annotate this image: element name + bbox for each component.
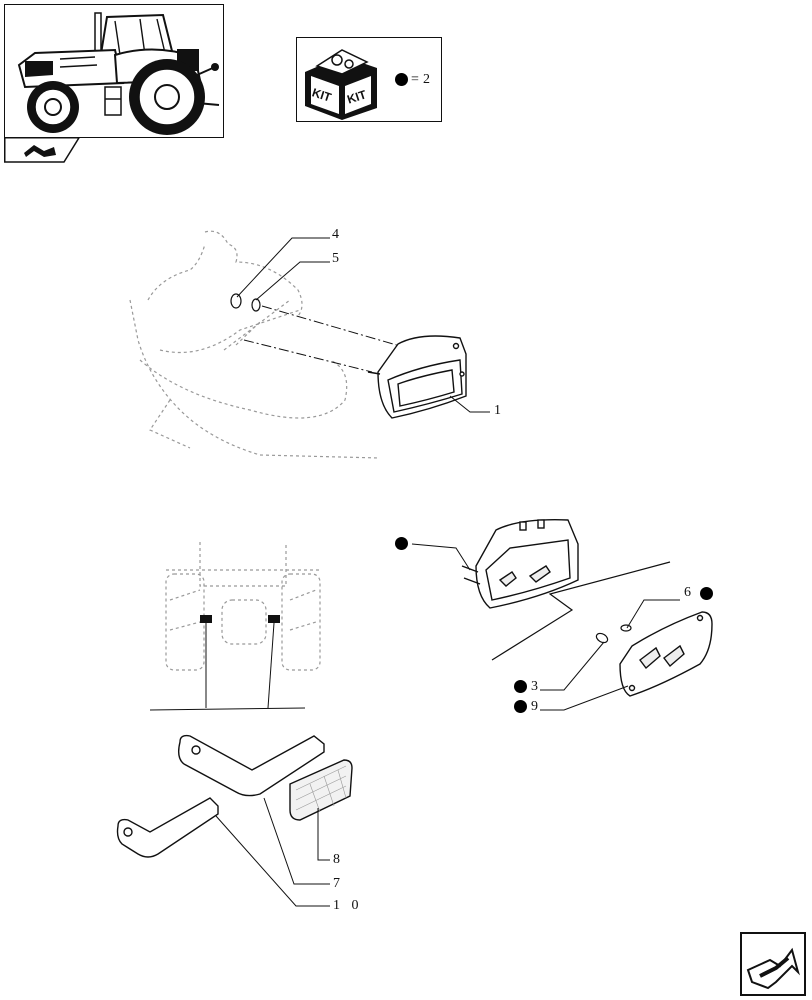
rear-view-lines: [149, 622, 306, 711]
rear-lamp-assembly: [367, 335, 467, 419]
tractor-icon: [17, 12, 220, 135]
tractor-thumbnail: [4, 4, 224, 138]
lamp-lens: [619, 611, 713, 697]
reflector-mark-right: [268, 615, 280, 623]
callout-10: 1 0: [333, 898, 363, 913]
callout-3: 3: [531, 679, 538, 694]
callout-6: 6: [684, 585, 691, 600]
callout-5: 5: [332, 251, 339, 266]
fender-ghost-outline: [129, 230, 381, 459]
kit-legend: KIT KIT = 2: [296, 37, 442, 122]
marker-dot-6: [700, 587, 713, 600]
lamp-housing: [461, 519, 579, 609]
leader-lines-bottom: [215, 797, 330, 907]
alignment-lines: [243, 305, 401, 373]
callout-9: 9: [531, 699, 538, 714]
marker-dot-3: [514, 680, 527, 693]
reflector-mark-left: [200, 615, 212, 623]
callout-4: 4: [332, 227, 339, 242]
leader-lines-right: [411, 543, 680, 711]
marker-dot-9: [514, 700, 527, 713]
marker-dot-housing: [395, 537, 408, 550]
kit-marker-dot: [395, 73, 408, 86]
bracket-10: [116, 797, 219, 858]
section-tab-icon[interactable]: [4, 137, 81, 163]
callout-1: 1: [494, 403, 501, 418]
bulbs: [595, 624, 632, 644]
fastener-group: [230, 293, 261, 312]
kit-equals: =: [411, 72, 419, 87]
kit-box-icon: [305, 49, 377, 120]
callout-7: 7: [333, 876, 340, 891]
callout-8: 8: [333, 852, 340, 867]
reflector-8: [289, 759, 353, 821]
leader-lines-top: [236, 237, 490, 413]
next-page-arrow-icon[interactable]: [740, 932, 806, 996]
bracket-7: [177, 734, 325, 797]
kit-quantity: 2: [423, 72, 430, 87]
break-line: [491, 561, 671, 661]
tractor-rear-ghost: [165, 542, 321, 671]
